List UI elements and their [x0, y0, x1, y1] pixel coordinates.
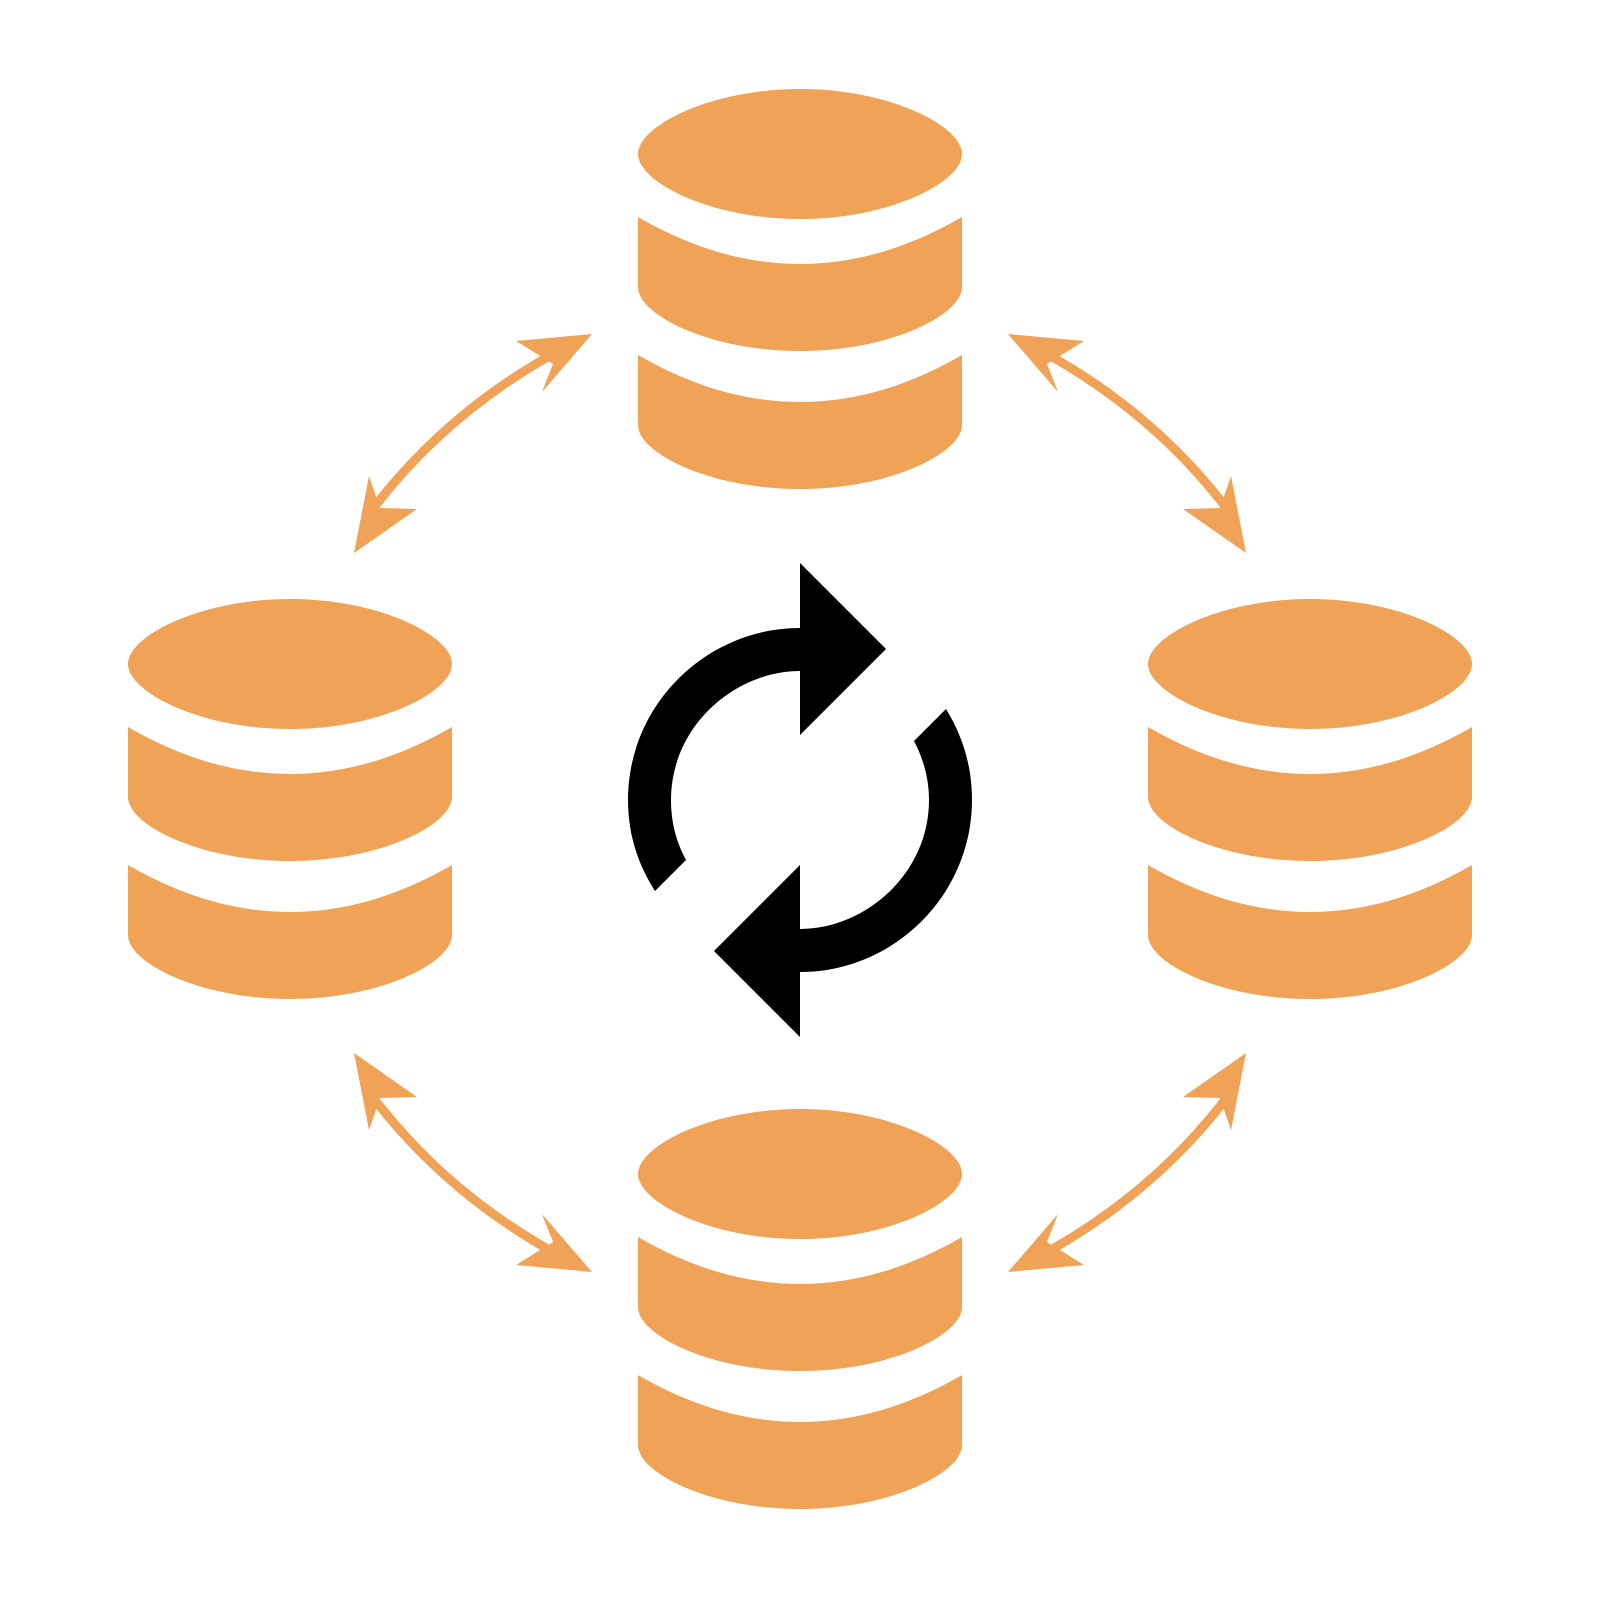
sync-arrow-lower: [714, 709, 972, 1037]
database-icon-right: [1148, 599, 1472, 999]
database-icon-bottom: [638, 1109, 962, 1509]
arrow-top-right: [1008, 334, 1246, 553]
database-icon-left: [128, 599, 452, 999]
arrow-bottom-left: [354, 1053, 592, 1272]
arrow-top-left: [354, 334, 592, 553]
arrow-bottom-right: [1008, 1053, 1246, 1272]
database-icon-top: [638, 89, 962, 489]
sync-icon: [628, 563, 972, 1037]
sync-arrow-upper: [628, 563, 886, 891]
